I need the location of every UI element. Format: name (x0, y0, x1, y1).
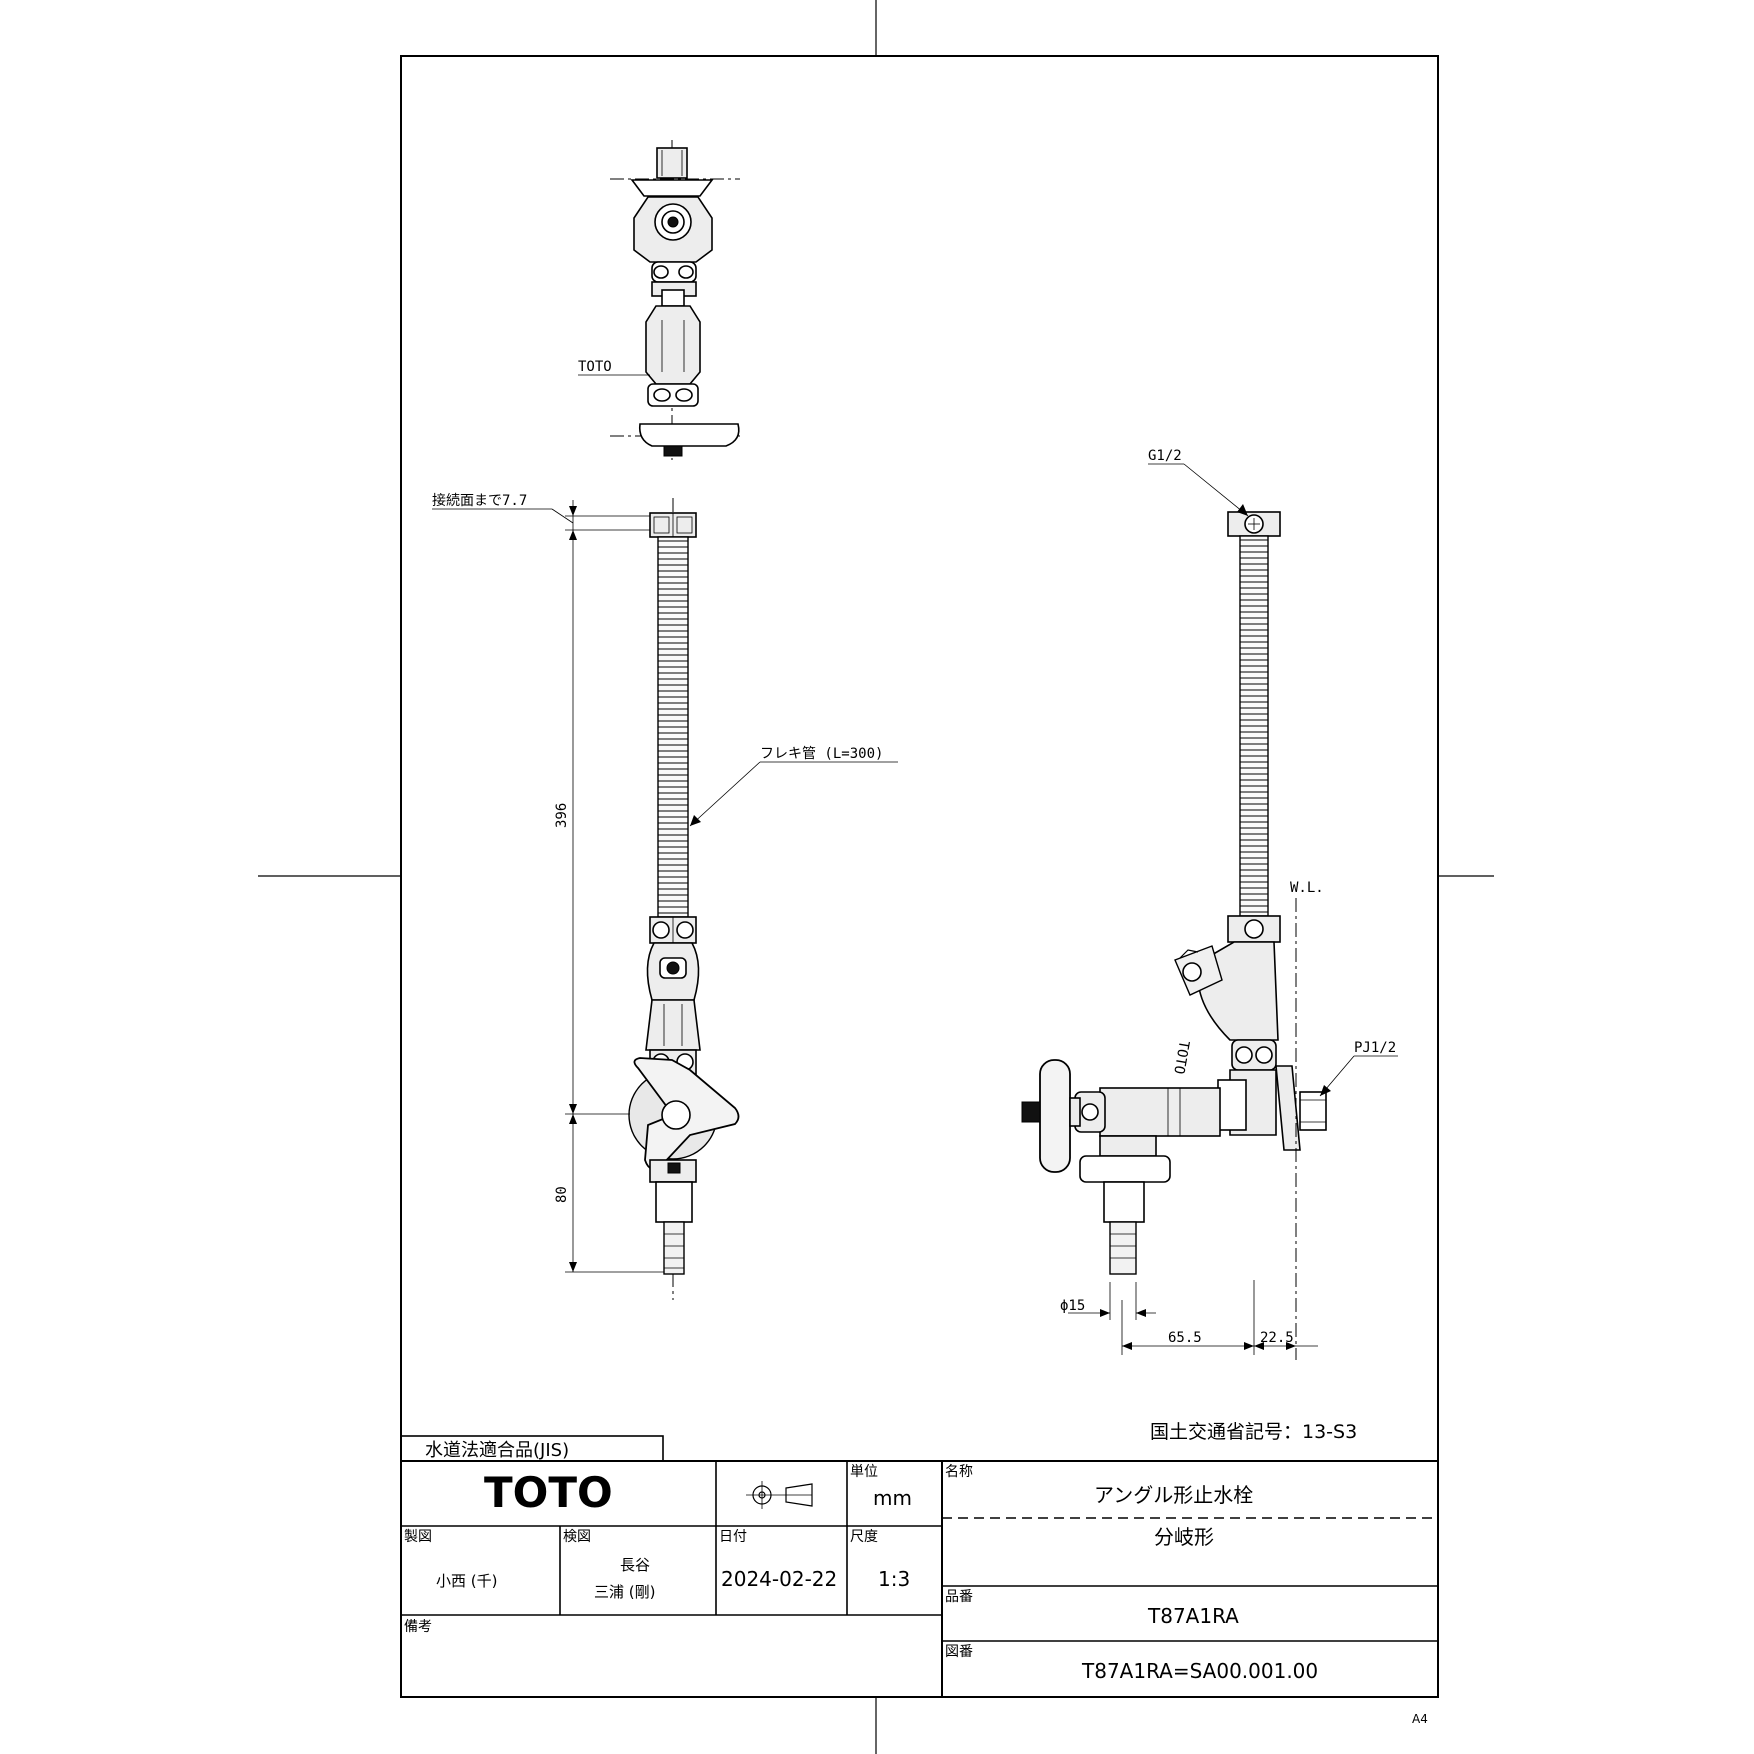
dimension-22-5: 22.5 (1260, 1330, 1294, 1346)
top-view: TOTO (578, 140, 740, 460)
side-brand-label: TOTO (1170, 1039, 1192, 1075)
checked-header: 検図 (563, 1529, 591, 1545)
thread-g-label: G1/2 (1148, 448, 1182, 464)
unit-value: mm (873, 1486, 912, 1510)
remarks-header: 備考 (404, 1619, 432, 1635)
front-view: 接続面まで7.7 396 80 フレキ管 (L=300) (432, 492, 898, 1300)
top-view-brand-label: TOTO (578, 359, 612, 375)
scale-value: 1:3 (878, 1567, 910, 1591)
drawing-number-header: 図番 (945, 1644, 973, 1660)
paper-size: A4 (1412, 1712, 1428, 1726)
drawn-value: 小西 (千) (436, 1572, 497, 1590)
name-header: 名称 (945, 1464, 973, 1480)
date-value: 2024-02-22 (721, 1567, 837, 1591)
scale-header: 尺度 (850, 1529, 878, 1545)
jis-label: 水道法適合品(JIS) (425, 1440, 569, 1461)
flex-hose-label: フレキ管 (L=300) (760, 746, 883, 762)
product-subname: 分岐形 (1154, 1525, 1214, 1549)
part-number: T87A1RA (1147, 1604, 1239, 1628)
drawing-number: T87A1RA=SA00.001.00 (1081, 1659, 1318, 1683)
diameter-label: ϕ15 (1060, 1298, 1085, 1314)
dimension-80: 80 (554, 1186, 570, 1203)
side-view: G1/2 W.L. PJ1/2 TOTO ϕ15 65.5 22.5 (1021, 448, 1398, 1360)
date-header: 日付 (719, 1529, 747, 1545)
thread-pj-label: PJ1/2 (1354, 1040, 1396, 1056)
product-name: アングル形止水栓 (1094, 1483, 1253, 1507)
unit-header: 単位 (850, 1464, 878, 1480)
dimension-396: 396 (554, 803, 570, 828)
part-number-header: 品番 (945, 1589, 973, 1605)
checked-value-2: 三浦 (剛) (594, 1583, 655, 1601)
mlit-code: 国土交通省記号：13-S3 (1150, 1421, 1357, 1443)
drawn-header: 製図 (404, 1529, 432, 1545)
brand-logo: TOTO (484, 1468, 613, 1517)
water-level-label: W.L. (1290, 880, 1324, 896)
title-block: 水道法適合品(JIS) TOTO 単位 mm 名称 アングル形止水栓 分岐形 製… (400, 1435, 1438, 1697)
checked-value-1: 長谷 (620, 1556, 650, 1574)
connection-note: 接続面まで7.7 (432, 492, 527, 509)
third-angle-projection-icon (746, 1481, 813, 1509)
dimension-65-5: 65.5 (1168, 1330, 1202, 1346)
